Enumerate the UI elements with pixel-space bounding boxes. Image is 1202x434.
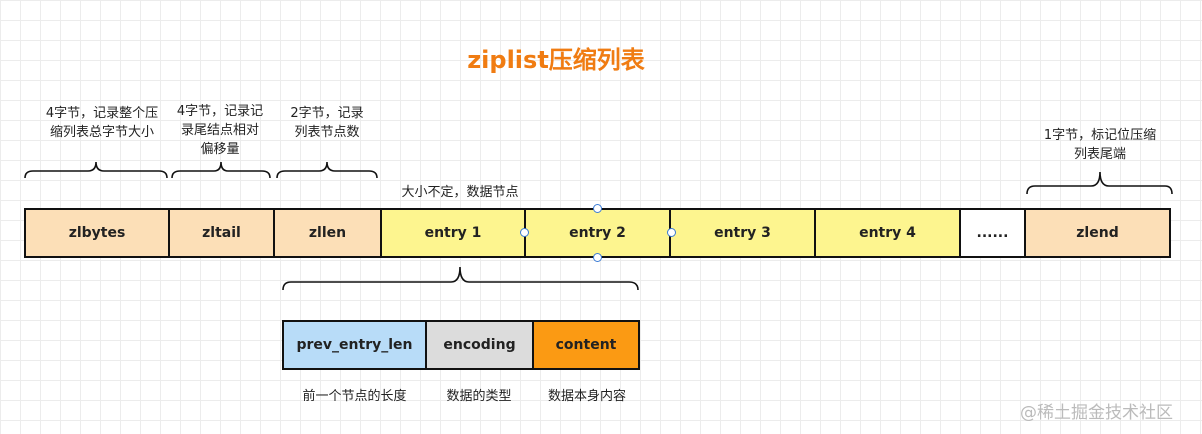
content-cell: content	[532, 320, 640, 370]
zltail-cell: zltail	[168, 208, 275, 258]
selection-handle-bottom	[593, 253, 602, 262]
zlbytes-annotation-line-2: 缩列表总字节大小	[49, 125, 154, 140]
zlbytes-brace	[24, 161, 168, 179]
zllen-annotation: 2字节，记录 列表节点数	[274, 104, 380, 142]
zlbytes-cell: zlbytes	[24, 208, 170, 258]
watermark: @稀土掘金技术社区	[1020, 403, 1173, 423]
prev-entry-len-caption: 前一个节点的长度	[302, 389, 407, 404]
zltail-annotation-line-3: 偏移量	[200, 142, 240, 157]
entry-detail-brace	[282, 266, 639, 291]
zllen-brace	[276, 161, 378, 179]
selection-handle-top	[593, 204, 602, 213]
ellipsis-cell: ......	[959, 208, 1026, 258]
zltail-brace	[171, 161, 271, 179]
entry-2-cell: entry 2	[524, 208, 671, 258]
zlbytes-annotation-line-1: 4字节，记录整个压	[45, 106, 159, 121]
selection-handle-right	[667, 228, 676, 237]
encoding-cell: encoding	[425, 320, 534, 370]
zlend-annotation-line-2: 列表尾端	[1073, 147, 1126, 162]
zltail-annotation: 4字节，记录记 录尾结点相对 偏移量	[170, 102, 270, 159]
entry-3-cell: entry 3	[669, 208, 816, 258]
zltail-annotation-line-1: 4字节，记录记	[176, 104, 264, 119]
zlend-annotation: 1字节，标记位压缩 列表尾端	[1020, 126, 1180, 164]
diagram-title: ziplist压缩列表	[467, 46, 645, 74]
zlend-brace	[1026, 171, 1173, 195]
zltail-annotation-line-2: 录尾结点相对	[180, 123, 259, 138]
encoding-caption: 数据的类型	[446, 389, 512, 404]
entries-annotation: 大小不定，数据节点	[401, 185, 519, 200]
zlend-cell: zlend	[1024, 208, 1171, 258]
entry-4-cell: entry 4	[814, 208, 961, 258]
prev-entry-len-cell: prev_entry_len	[282, 320, 427, 370]
zlbytes-annotation: 4字节，记录整个压 缩列表总字节大小	[22, 104, 182, 142]
entry-1-cell: entry 1	[380, 208, 526, 258]
zllen-annotation-line-2: 列表节点数	[294, 125, 360, 140]
zllen-cell: zllen	[273, 208, 382, 258]
zlend-annotation-line-1: 1字节，标记位压缩	[1043, 128, 1157, 143]
content-caption: 数据本身内容	[547, 389, 626, 404]
selection-handle-left	[520, 228, 529, 237]
zllen-annotation-line-1: 2字节，记录	[290, 106, 364, 121]
